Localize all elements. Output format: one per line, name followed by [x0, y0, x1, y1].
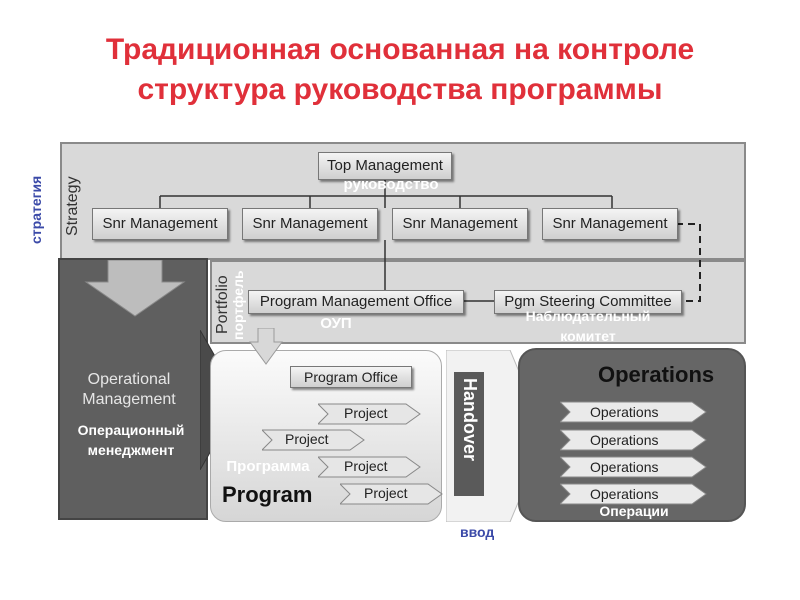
program-management-office-box: Program Management Office — [248, 290, 464, 314]
portfolio-ru-label: портфель — [230, 270, 246, 340]
top-management-box: Top Management — [318, 152, 452, 180]
operations-title: Operations — [598, 362, 715, 387]
operational-line-1: Operational — [87, 371, 171, 388]
project-arrow-3-icon — [318, 456, 421, 478]
down-arrow-icon — [84, 260, 186, 317]
project-label-4: Project — [364, 485, 408, 501]
snr-management-box-2: Snr Management — [242, 208, 378, 240]
operations-arrow-1-icon — [560, 401, 707, 423]
project-arrow-2-icon — [262, 429, 365, 451]
operational-ru-line-2: менеджмент — [87, 442, 175, 458]
operations-ru-label: Операции — [599, 503, 669, 519]
operations-label-1: Operations — [590, 404, 659, 420]
project-arrow-4-icon — [340, 483, 443, 505]
operations-arrow-4-icon — [560, 483, 707, 505]
title-line-2: структура руководства программы — [137, 73, 663, 106]
steering-ru-line-1: Наблюдательный — [525, 308, 651, 324]
operations-label-3: Operations — [590, 459, 659, 475]
program-label: Program — [222, 482, 313, 507]
snr-management-box-4: Snr Management — [542, 208, 678, 240]
project-label-1: Project — [344, 405, 388, 421]
operational-management-text: Operational Management — [58, 370, 200, 410]
top-management-ru-label: руководство — [343, 176, 439, 193]
operational-ru-label: Операционный менеджмент — [56, 420, 206, 460]
operational-line-2: Management — [82, 391, 176, 408]
snr-management-box-3: Snr Management — [392, 208, 528, 240]
slide-title: Традиционная основанная на контроле стру… — [0, 30, 800, 110]
project-label-3: Project — [344, 458, 388, 474]
pmo-ru-label: ОУП — [320, 315, 352, 332]
steering-ru-label: Наблюдательный комитет — [498, 306, 678, 346]
strategy-ru-label: стратегия — [28, 175, 44, 244]
project-arrow-1-icon — [318, 403, 421, 425]
operations-label-4: Operations — [590, 486, 659, 502]
project-label-2: Project — [285, 431, 329, 447]
pgm-steering-committee-box: Pgm Steering Committee — [494, 290, 682, 314]
operational-ru-line-1: Операционный — [77, 422, 185, 438]
operations-arrow-2-icon — [560, 429, 707, 451]
steering-ru-line-2: комитет — [560, 328, 616, 344]
title-line-1: Традиционная основанная на контроле — [105, 33, 695, 66]
program-ru-label: Программа — [226, 458, 310, 475]
small-down-arrow-icon — [249, 328, 283, 365]
operations-arrow-3-icon — [560, 456, 707, 478]
operations-label-2: Operations — [590, 432, 659, 448]
program-office-box: Program Office — [290, 366, 412, 388]
snr-management-box-1: Snr Management — [92, 208, 228, 240]
handover-ru-label: ввод — [460, 524, 495, 540]
